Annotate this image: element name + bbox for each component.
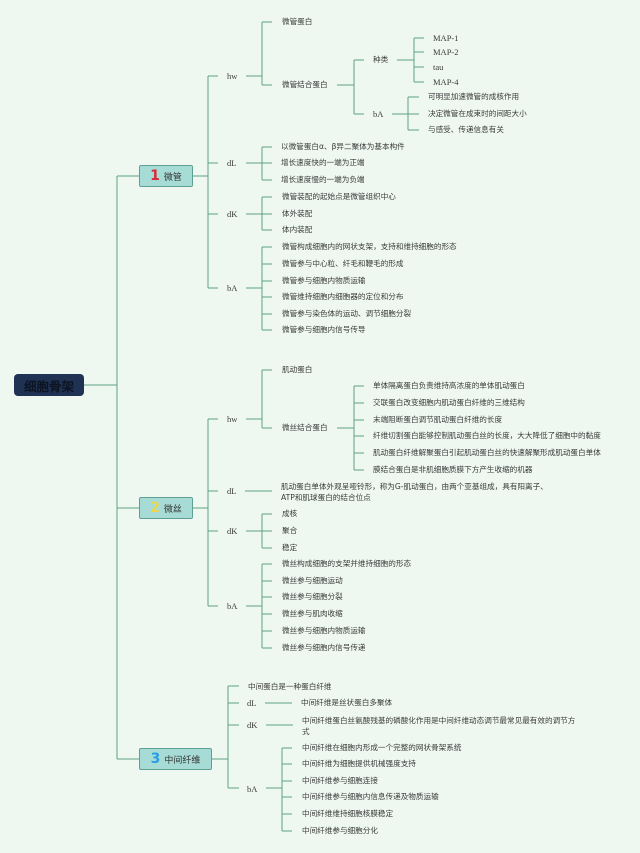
category-label[interactable]: hw [227, 414, 238, 424]
topic-node[interactable]: 微丝参与细胞运动 [282, 576, 343, 585]
topic-node[interactable]: 中间纤维维持细胞核膜稳定 [302, 809, 394, 818]
topic-node[interactable]: 微管结合蛋白 [282, 80, 328, 89]
topic-node[interactable]: 增长速度快的一端为正端 [281, 158, 365, 167]
category-label[interactable]: dK [227, 209, 238, 219]
category-label[interactable]: bA [247, 784, 258, 794]
topic-node[interactable]: 体外装配 [282, 209, 313, 218]
topic-node[interactable]: 增长速度慢的一端为负端 [281, 175, 365, 184]
category-label[interactable]: dK [227, 526, 238, 536]
topic-node[interactable]: 微丝参与肌肉收缩 [282, 609, 343, 618]
topic-node[interactable]: 微丝构成细胞的支架并维持细胞的形态 [282, 559, 412, 568]
topic-node[interactable]: 聚合 [282, 526, 298, 535]
category-label[interactable]: MAP-4 [433, 77, 459, 87]
branch-title: 中间纤维 [164, 755, 201, 766]
branch-microfilament[interactable]: 2 微丝 [139, 497, 193, 519]
topic-node[interactable]: 微管装配的起始点是微管组织中心 [282, 192, 396, 201]
topic-node[interactable]: 微丝参与细胞分裂 [282, 592, 343, 601]
category-label[interactable]: MAP-2 [433, 47, 459, 57]
number-badge: 3 [150, 751, 161, 767]
topic-node[interactable]: 中间蛋白是一种蛋白纤维 [248, 682, 332, 691]
topic-node[interactable]: 与感受、传递信息有关 [428, 125, 504, 134]
topic-node[interactable]: 微管参与染色体的运动、调节细胞分裂 [282, 309, 412, 318]
topic-node[interactable]: 中间纤维参与细胞内信息传递及物质运输 [302, 792, 439, 801]
topic-node[interactable]: 交联蛋白改变细胞内肌动蛋白纤维的三维结构 [373, 398, 525, 407]
topic-node[interactable]: 微管蛋白 [282, 17, 313, 26]
category-label[interactable]: bA [373, 109, 384, 119]
topic-node[interactable]: 肌动蛋白 [282, 365, 313, 374]
topic-node[interactable]: 中间纤维是丝状蛋白多聚体 [301, 698, 393, 707]
topic-node[interactable]: 种类 [373, 55, 389, 64]
topic-node[interactable]: 稳定 [282, 543, 298, 552]
topic-node[interactable]: 中间纤维为细胞提供机械强度支持 [302, 759, 416, 768]
branch-title: 微丝 [163, 504, 182, 515]
root-node[interactable]: 细胞骨架 [14, 374, 84, 396]
topic-node[interactable]: 微管参与中心粒、纤毛和鞭毛的形成 [282, 259, 404, 268]
category-label[interactable]: bA [227, 283, 238, 293]
topic-node[interactable]: 膜结合蛋白是非肌细胞质膜下方产生收缩的机器 [373, 465, 533, 474]
topic-node[interactable]: 微丝参与细胞内信号传递 [282, 643, 366, 652]
topic-node[interactable]: 中间纤维在细胞内形成一个完整的网状骨架系统 [302, 743, 462, 752]
topic-node[interactable]: 中间纤维参与细胞连接 [302, 776, 378, 785]
topic-node[interactable]: 微管维持细胞内细胞器的定位和分布 [282, 292, 404, 301]
topic-node[interactable]: 微管参与细胞内物质运输 [282, 276, 366, 285]
topic-node[interactable]: 体内装配 [282, 225, 313, 234]
topic-node[interactable]: 微丝结合蛋白 [282, 423, 328, 432]
topic-node[interactable]: 以微管蛋白α、β异二聚体为基本构件 [281, 142, 405, 151]
category-label[interactable]: MAP-1 [433, 33, 459, 43]
topic-node[interactable]: 中间纤维蛋白丝氨酸残基的磷酸化作用是中间纤维动态调节最常见最有效的调节方式 [302, 716, 576, 736]
topic-node[interactable]: 微管构成细胞内的网状支架，支持和维持细胞的形态 [282, 242, 457, 251]
topic-node[interactable]: 肌动蛋白单体外观呈哑铃形，称为G-肌动蛋白，由两个亚基组成，具有阳离子、ATP和… [281, 482, 548, 502]
topic-node[interactable]: 决定微管在成束时的间距大小 [428, 109, 527, 118]
number-badge: 1 [150, 168, 160, 184]
category-label[interactable]: dL [227, 486, 237, 496]
topic-node[interactable]: 纤维切割蛋白能够控制肌动蛋白丝的长度，大大降低了细胞中的黏度 [373, 431, 601, 440]
topic-node[interactable]: 末端阻断蛋白调节肌动蛋白纤维的长度 [373, 415, 503, 424]
number-badge: 2 [150, 500, 160, 516]
topic-node[interactable]: 微管参与细胞内信号传导 [282, 325, 366, 334]
category-label[interactable]: dK [247, 720, 258, 730]
topic-node[interactable]: 肌动蛋白纤维解聚蛋白引起肌动蛋白丝的快速解聚形成肌动蛋白单体 [373, 448, 601, 457]
topic-node[interactable]: 成核 [282, 509, 298, 518]
category-label[interactable]: tau [433, 62, 444, 72]
branch-microtubule[interactable]: 1 微管 [139, 165, 193, 187]
topic-node[interactable]: 微丝参与细胞内物质运输 [282, 626, 366, 635]
category-label[interactable]: dL [247, 698, 257, 708]
branch-intermediate-filament[interactable]: 3 中间纤维 [139, 748, 212, 770]
category-label[interactable]: bA [227, 601, 238, 611]
topic-node[interactable]: 单体隔离蛋白负责维持高浓度的单体肌动蛋白 [373, 381, 525, 390]
topic-node[interactable]: 可明显加速微管的成核作用 [428, 92, 520, 101]
category-label[interactable]: dL [227, 158, 237, 168]
category-label[interactable]: hw [227, 71, 238, 81]
branch-title: 微管 [163, 172, 182, 183]
topic-node[interactable]: 中间纤维参与细胞分化 [302, 826, 378, 835]
